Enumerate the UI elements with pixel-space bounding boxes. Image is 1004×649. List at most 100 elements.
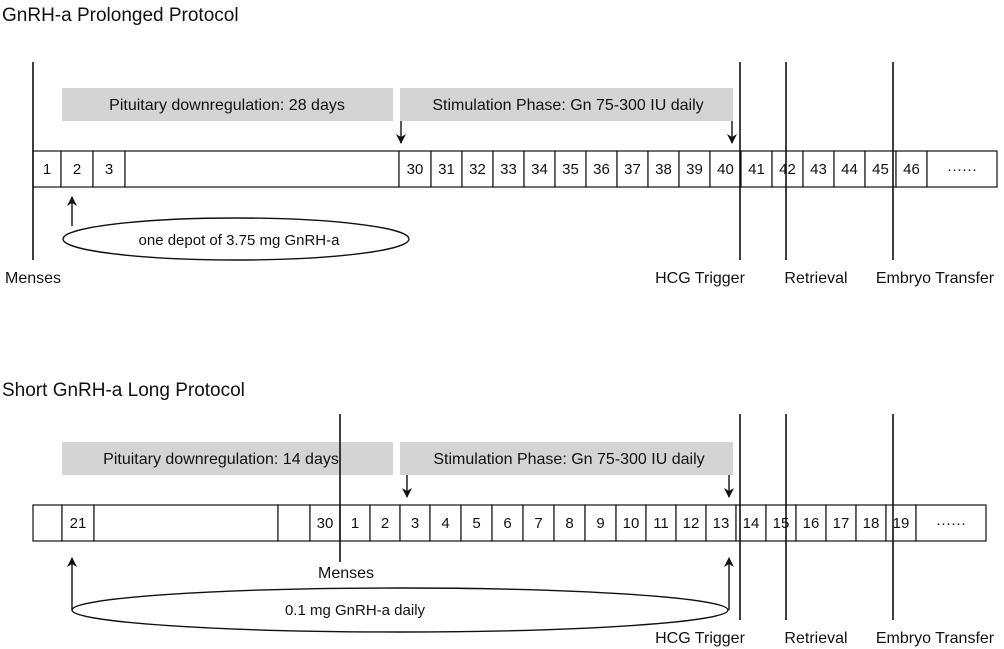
- day-cell: [585, 150, 618, 188]
- day-cell-label: 30: [317, 515, 334, 532]
- day-cell: [491, 504, 524, 542]
- gnrh-daily-label: 0.1 mg GnRH-a daily: [285, 602, 426, 619]
- marker-retrieval: Retrieval: [784, 270, 847, 287]
- day-cell-label: 30: [407, 161, 424, 178]
- day-cell: [461, 150, 494, 188]
- day-cell: [855, 504, 887, 542]
- day-cell-label: 1: [43, 161, 51, 178]
- day-cell-label: 4: [441, 515, 449, 532]
- day-cell-label: 9: [596, 515, 604, 532]
- day-cell-label: 10: [623, 515, 640, 532]
- day-cell-label: 2: [381, 515, 389, 532]
- day-cell: [735, 504, 767, 542]
- day-cell-label: 40: [717, 161, 734, 178]
- marker-retrieval: Retrieval: [784, 630, 847, 647]
- day-cell-label: 1: [351, 515, 359, 532]
- day-cell-label: ······: [947, 161, 977, 178]
- day-cell-label: ······: [936, 515, 966, 532]
- day-cell-label: 35: [562, 161, 579, 178]
- day-cell: [399, 504, 431, 542]
- day-cell-label: 11: [653, 515, 669, 532]
- day-cell: [825, 504, 857, 542]
- day-cell-label: 17: [833, 515, 850, 532]
- protocol-title: GnRH-a Prolonged Protocol: [2, 5, 239, 26]
- day-cell: [554, 150, 587, 188]
- day-cell-label: 2: [73, 161, 81, 178]
- day-cell-label: 16: [803, 515, 820, 532]
- day-cell-label: 21: [70, 515, 87, 532]
- day-cell-label: 33: [500, 161, 517, 178]
- day-cell: [32, 150, 62, 188]
- day-cell: [915, 504, 987, 542]
- day-cell: [492, 150, 525, 188]
- day-cell: [32, 504, 63, 542]
- day-cell-label: 15: [773, 515, 790, 532]
- day-cell: [647, 150, 680, 188]
- day-cell: [430, 150, 463, 188]
- phase-box-downregulation: [62, 442, 393, 475]
- depot-label: one depot of 3.75 mg GnRH-a: [139, 232, 341, 249]
- phase-label-stimulation: Stimulation Phase: Gn 75-300 IU daily: [432, 97, 703, 114]
- gnrh-daily-ellipse: [71, 587, 729, 633]
- day-cell: [675, 504, 707, 542]
- day-cell-label: 3: [105, 161, 113, 178]
- day-cell-label: 41: [748, 161, 765, 178]
- day-cell-label: 37: [624, 161, 641, 178]
- phase-box-stimulation: [400, 442, 733, 475]
- day-cell: [277, 504, 311, 542]
- day-cell: [398, 150, 432, 188]
- day-cell-label: 38: [655, 161, 672, 178]
- day-cell-label: 39: [686, 161, 703, 178]
- protocol-short-long: Short GnRH-a Long Protocol Pituitary dow…: [2, 380, 995, 647]
- day-cell-label: 5: [472, 515, 480, 532]
- marker-hcg-trigger: HCG Trigger: [655, 270, 745, 287]
- day-cell: [833, 150, 866, 188]
- phase-box-stimulation: [400, 88, 733, 121]
- phase-label-downregulation: Pituitary downregulation: 28 days: [109, 97, 345, 114]
- marker-hcg-trigger: HCG Trigger: [655, 630, 745, 647]
- day-cell: [553, 504, 586, 542]
- day-cell-label: 44: [841, 161, 858, 178]
- day-cell-label: 43: [810, 161, 827, 178]
- day-cell-label: 32: [469, 161, 486, 178]
- day-cell: [678, 150, 711, 188]
- protocol-prolonged: GnRH-a Prolonged Protocol Pituitary down…: [2, 5, 998, 287]
- day-cell: [926, 150, 998, 188]
- day-cell-label: 42: [779, 161, 796, 178]
- day-cell-label: 31: [438, 161, 455, 178]
- day-cell: [709, 150, 742, 188]
- marker-embryo-transfer: Embryo Transfer: [876, 630, 995, 647]
- marker-embryo-transfer: Embryo Transfer: [876, 270, 995, 287]
- phase-box-downregulation: [62, 88, 393, 121]
- depot-ellipse: [62, 217, 410, 261]
- day-cell-label: 19: [893, 515, 910, 532]
- day-cell: [124, 150, 400, 188]
- day-cell-label: 7: [534, 515, 542, 532]
- day-cell-label: 6: [503, 515, 511, 532]
- marker-menses: Menses: [318, 565, 374, 582]
- phase-label-stimulation: Stimulation Phase: Gn 75-300 IU daily: [433, 451, 704, 468]
- day-cell-label: 34: [531, 161, 548, 178]
- day-cell: [93, 504, 279, 542]
- protocol-title: Short GnRH-a Long Protocol: [2, 380, 245, 401]
- day-cell: [61, 504, 95, 542]
- day-cell-label: 3: [411, 515, 419, 532]
- day-cell: [523, 150, 556, 188]
- day-cell-label: 14: [743, 515, 760, 532]
- day-cell: [885, 504, 917, 542]
- day-cell-label: 12: [683, 515, 700, 532]
- day-cell: [369, 504, 401, 542]
- day-cell: [802, 150, 835, 188]
- day-cell: [429, 504, 462, 542]
- day-cell-label: 18: [863, 515, 880, 532]
- day-cell: [795, 504, 827, 542]
- day-cell: [615, 504, 647, 542]
- day-cell-label: 36: [593, 161, 610, 178]
- day-cell: [616, 150, 649, 188]
- phase-label-downregulation: Pituitary downregulation: 14 days: [103, 451, 339, 468]
- day-cell-label: 13: [713, 515, 730, 532]
- day-cell-label: 45: [872, 161, 889, 178]
